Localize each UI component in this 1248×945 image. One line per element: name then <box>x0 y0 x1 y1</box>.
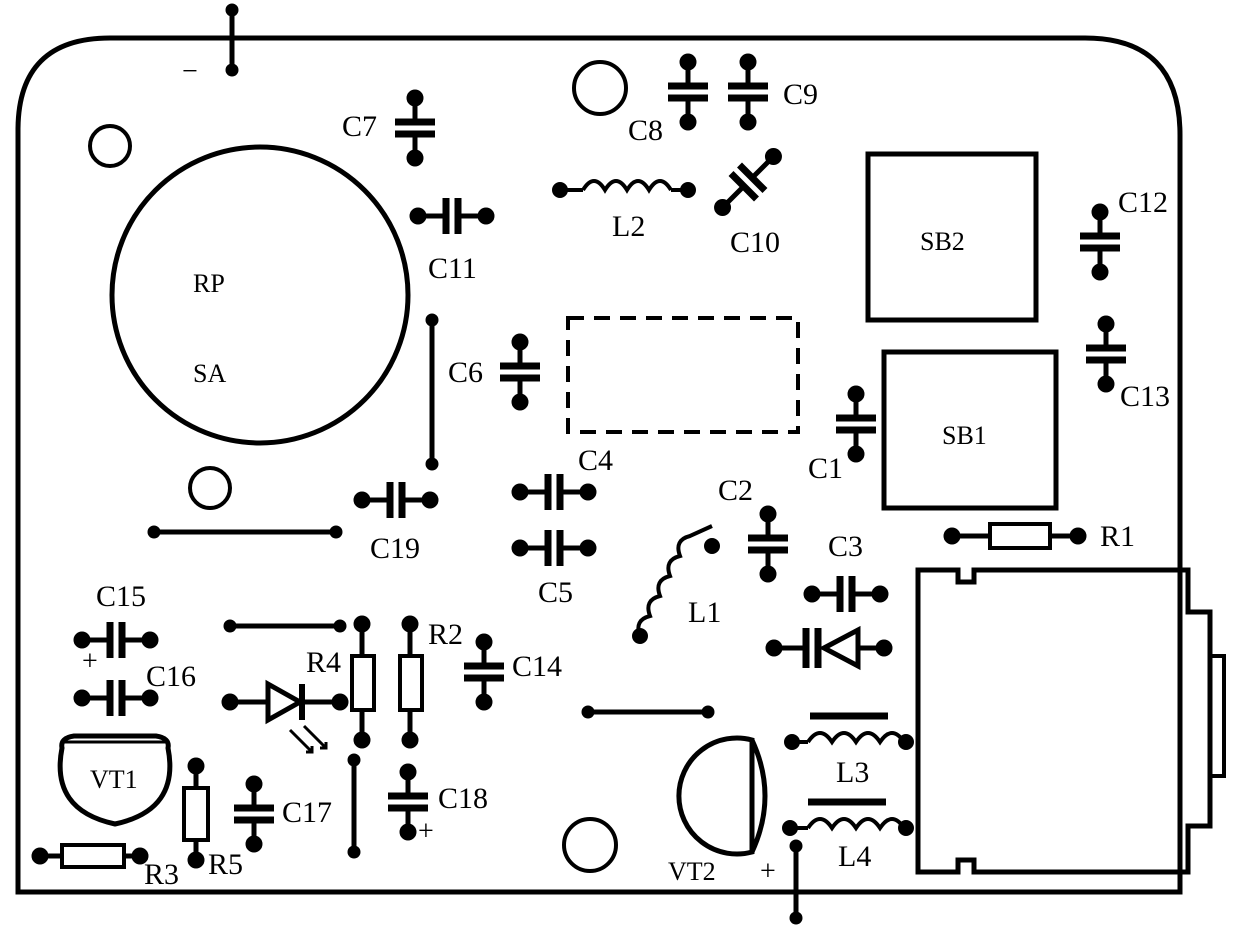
mounting-hole <box>562 817 618 873</box>
c10-label: C10 <box>730 226 780 259</box>
r1-resistor <box>943 522 1087 550</box>
c3-label: C3 <box>828 530 863 563</box>
c12-capacitor <box>1080 206 1120 278</box>
r1-label: R1 <box>1100 520 1135 553</box>
c8-label: C8 <box>628 114 663 147</box>
c16-label: C16 <box>146 660 196 693</box>
sb1-switch <box>881 349 1059 511</box>
vt2-transistor <box>676 735 768 857</box>
c4-label: C4 <box>578 444 613 477</box>
l1-label: L1 <box>688 596 721 629</box>
c18-label: C18 <box>438 782 488 815</box>
c3-capacitor <box>806 576 886 612</box>
c11-capacitor <box>412 198 492 234</box>
c16-capacitor <box>76 680 156 716</box>
c7-label: C7 <box>342 110 377 143</box>
vt1-label: VT1 <box>90 765 138 794</box>
rp-sa-circle <box>109 144 411 446</box>
c2-label: C2 <box>718 474 753 507</box>
c5-capacitor <box>514 530 594 566</box>
l2-inductor <box>552 179 696 198</box>
l3-label: L3 <box>836 756 869 789</box>
r2-label: R2 <box>428 618 463 651</box>
c1-label: C1 <box>808 452 843 485</box>
vt1-transistor <box>57 733 173 827</box>
c4-capacitor <box>514 474 594 510</box>
l1-inductor <box>632 524 720 644</box>
c17-label: C17 <box>282 796 332 829</box>
r2-resistor <box>398 615 424 749</box>
c2-capacitor <box>748 508 788 580</box>
c18-plus-symbol: + <box>418 816 434 847</box>
c10-trimmer-capacitor <box>714 148 782 216</box>
plus-symbol: + <box>760 856 776 887</box>
minus-symbol: − <box>182 56 198 87</box>
c11-label: C11 <box>428 252 477 285</box>
c14-capacitor <box>464 636 504 708</box>
c5-label: C5 <box>538 576 573 609</box>
sb1-label: SB1 <box>942 421 987 450</box>
sb2-switch <box>865 151 1039 323</box>
c17-capacitor <box>234 778 274 850</box>
r5-label: R5 <box>208 848 243 881</box>
board-outline <box>15 35 1183 895</box>
c9-capacitor <box>728 56 768 128</box>
battery-holder <box>915 567 1213 875</box>
dashed-module-outline <box>566 316 800 434</box>
c7-capacitor <box>395 92 435 164</box>
c19-label: C19 <box>370 532 420 565</box>
mounting-hole <box>88 124 132 168</box>
varicap-diode <box>765 625 893 671</box>
r3-resistor <box>31 843 149 869</box>
vt2-label: VT2 <box>668 857 716 886</box>
battery-contact <box>1208 654 1226 778</box>
c15-plus-symbol: + <box>82 646 98 677</box>
sa-label: SA <box>193 359 226 388</box>
l4-label: L4 <box>838 840 871 873</box>
c6-capacitor <box>500 336 540 408</box>
r3-label: R3 <box>144 858 179 891</box>
l2-label: L2 <box>612 210 645 243</box>
rp-label: RP <box>193 269 225 298</box>
c12-label: C12 <box>1118 186 1168 219</box>
r4-resistor <box>350 615 376 749</box>
c9-label: C9 <box>783 78 818 111</box>
mounting-hole <box>188 466 232 510</box>
c19-capacitor <box>356 482 436 518</box>
c6-label: C6 <box>448 356 483 389</box>
c15-label: C15 <box>96 580 146 613</box>
sb2-label: SB2 <box>920 227 965 256</box>
c8-capacitor <box>668 56 708 128</box>
c1-capacitor <box>836 388 876 460</box>
mounting-hole <box>572 60 628 116</box>
led-diode <box>221 679 349 754</box>
l3-inductor <box>784 712 914 750</box>
r4-label: R4 <box>306 646 341 679</box>
l4-inductor <box>782 798 914 836</box>
c13-label: C13 <box>1120 380 1170 413</box>
r5-resistor <box>182 757 210 869</box>
c14-label: C14 <box>512 650 562 683</box>
